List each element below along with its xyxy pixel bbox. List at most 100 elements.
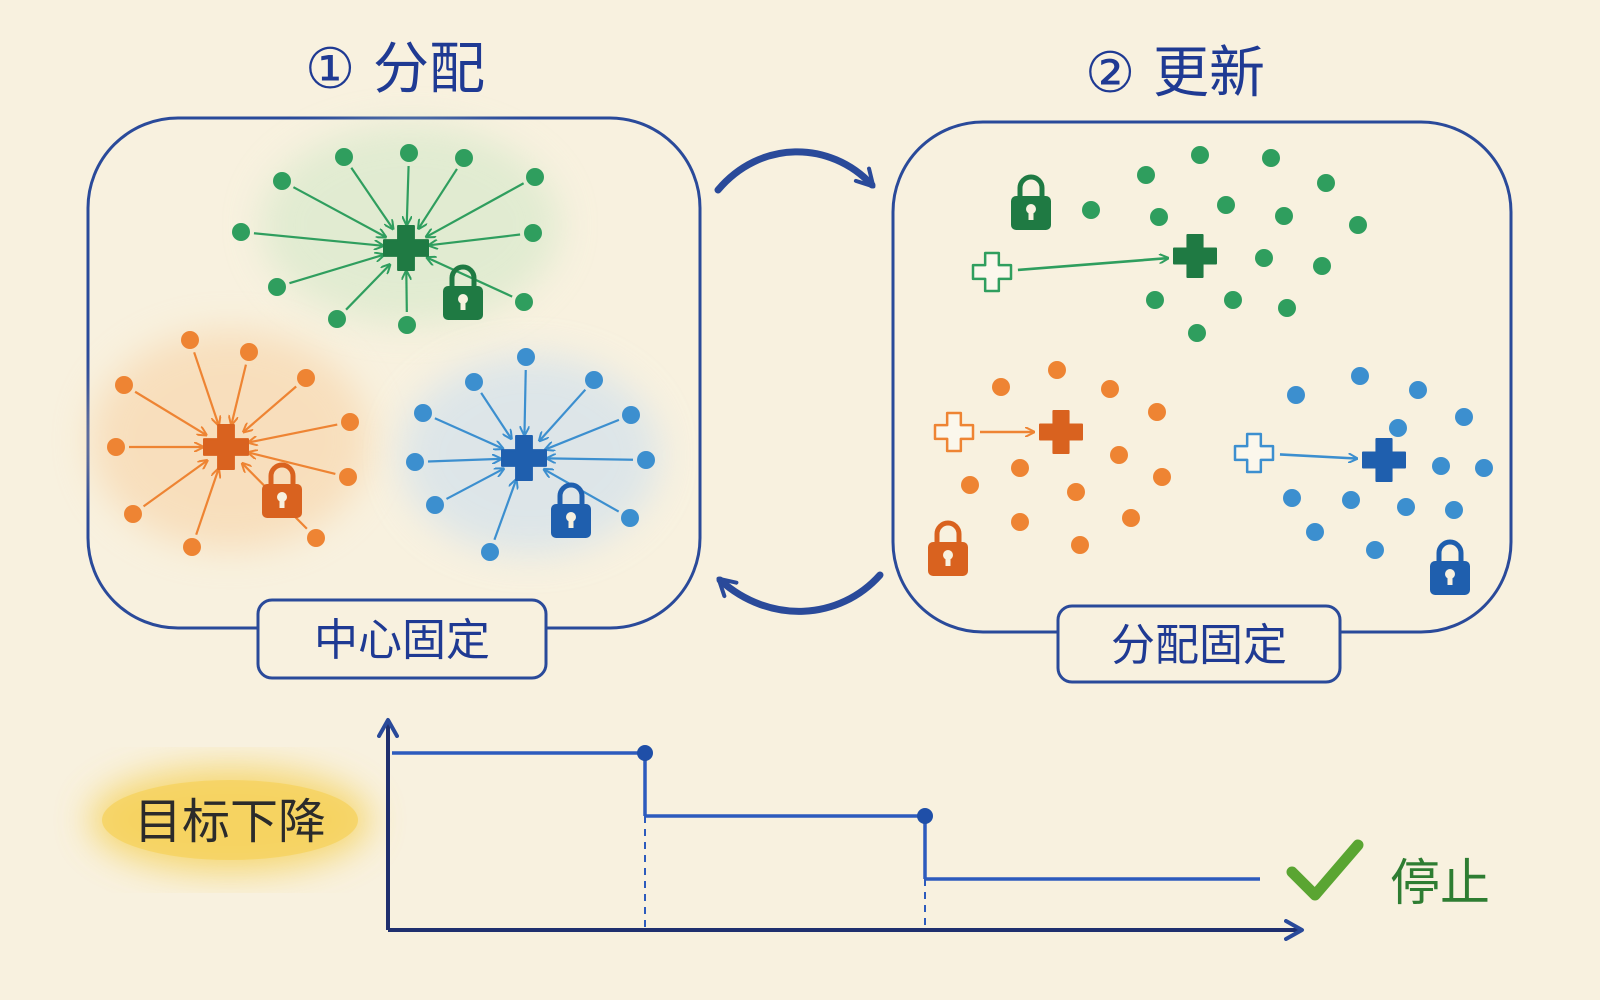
lock-icon xyxy=(262,462,302,518)
assignment-arrow xyxy=(134,390,205,435)
assignment-arrow xyxy=(142,461,207,508)
data-point xyxy=(335,148,353,166)
data-point xyxy=(1262,149,1280,167)
update-caption-box xyxy=(1056,604,1342,684)
cycle-arrow-icon xyxy=(714,148,876,194)
data-point xyxy=(181,331,199,349)
iteration-marker xyxy=(637,745,653,761)
assignment-arrow xyxy=(493,481,515,541)
data-point xyxy=(585,371,603,389)
data-point xyxy=(524,224,542,242)
data-point xyxy=(400,144,418,162)
assignment-arrow xyxy=(434,417,502,448)
data-point xyxy=(297,369,315,387)
centroid-move-arrow xyxy=(1279,454,1356,458)
assignment-arrow xyxy=(480,392,511,438)
update-panel-frame xyxy=(891,120,1513,634)
data-point xyxy=(1122,509,1140,527)
data-point xyxy=(1101,380,1119,398)
data-point xyxy=(1110,446,1128,464)
cluster-backgrounds xyxy=(90,125,660,555)
data-point xyxy=(1217,196,1235,214)
step-line xyxy=(392,745,1260,928)
data-point xyxy=(465,373,483,391)
centroid-plus-icon xyxy=(933,411,975,453)
data-point xyxy=(1146,291,1164,309)
data-point xyxy=(307,529,325,547)
data-point xyxy=(107,438,125,456)
assignment-arrow xyxy=(419,168,458,228)
data-point xyxy=(1349,216,1367,234)
assignment-arrow xyxy=(253,232,382,245)
objective-label: 目标下降 xyxy=(134,794,326,850)
data-point xyxy=(328,310,346,328)
data-point xyxy=(1224,291,1242,309)
assignment-arrow xyxy=(430,233,521,246)
centroid-plus-icon xyxy=(383,225,429,271)
data-point xyxy=(1475,459,1493,477)
assignment-arrow xyxy=(244,385,297,431)
data-point xyxy=(406,453,424,471)
assignment-arrow xyxy=(249,453,336,475)
assignment-arrow xyxy=(350,167,392,228)
data-points xyxy=(107,144,1493,561)
data-point xyxy=(398,316,416,334)
stop-label: 停止 xyxy=(1390,854,1490,912)
data-point xyxy=(1306,523,1324,541)
objective-plot: 目标下降 停止 xyxy=(90,718,1490,941)
data-point xyxy=(1275,207,1293,225)
data-point xyxy=(115,376,133,394)
assignment-arrow xyxy=(548,458,634,459)
data-point xyxy=(1048,361,1066,379)
data-point xyxy=(1150,208,1168,226)
data-point xyxy=(455,149,473,167)
assignment-arrow xyxy=(427,459,500,462)
data-point xyxy=(1397,498,1415,516)
data-point xyxy=(992,378,1010,396)
data-point xyxy=(637,451,655,469)
assignment-arrow xyxy=(428,258,513,298)
assignment-arrow xyxy=(445,469,502,500)
assignment-arrow xyxy=(407,165,409,224)
data-point xyxy=(1366,541,1384,559)
assign-caption-box xyxy=(256,598,548,680)
cycle-arrow-icon xyxy=(716,571,884,615)
iteration-marker xyxy=(917,808,933,824)
data-point xyxy=(961,476,979,494)
assignment-arrows xyxy=(129,165,1356,541)
centroid-plus-icon xyxy=(203,424,249,470)
centroid-plus-icon xyxy=(1362,438,1406,482)
centroid-plus-icon xyxy=(1173,234,1217,278)
data-point xyxy=(1287,386,1305,404)
panel-1-title: ① 分配 xyxy=(305,37,485,102)
centroids xyxy=(203,225,1406,482)
panel-2-title: ② 更新 xyxy=(1085,41,1265,106)
assignment-arrow xyxy=(232,364,248,424)
data-point xyxy=(1317,174,1335,192)
data-point xyxy=(183,538,201,556)
data-point xyxy=(426,496,444,514)
data-point xyxy=(517,348,535,366)
assign-caption: 中心固定 xyxy=(314,615,490,666)
data-point xyxy=(1082,201,1100,219)
centroid-move-arrow xyxy=(1017,258,1167,272)
data-point xyxy=(268,278,286,296)
data-point xyxy=(124,505,142,523)
centroid-plus-icon xyxy=(1039,410,1083,454)
data-point xyxy=(1188,324,1206,342)
data-point xyxy=(622,406,640,424)
assignment-arrow xyxy=(406,272,407,313)
assignment-arrow xyxy=(292,186,384,236)
data-point xyxy=(273,172,291,190)
check-icon xyxy=(1286,839,1364,901)
assignment-arrow xyxy=(289,255,383,285)
data-point xyxy=(240,343,258,361)
assignment-arrow xyxy=(524,369,525,434)
data-point xyxy=(1153,468,1171,486)
lock-icon xyxy=(928,520,968,576)
data-point xyxy=(515,293,533,311)
centroid-plus-icon xyxy=(501,435,547,481)
assignment-arrow xyxy=(250,423,338,443)
data-point xyxy=(1445,501,1463,519)
